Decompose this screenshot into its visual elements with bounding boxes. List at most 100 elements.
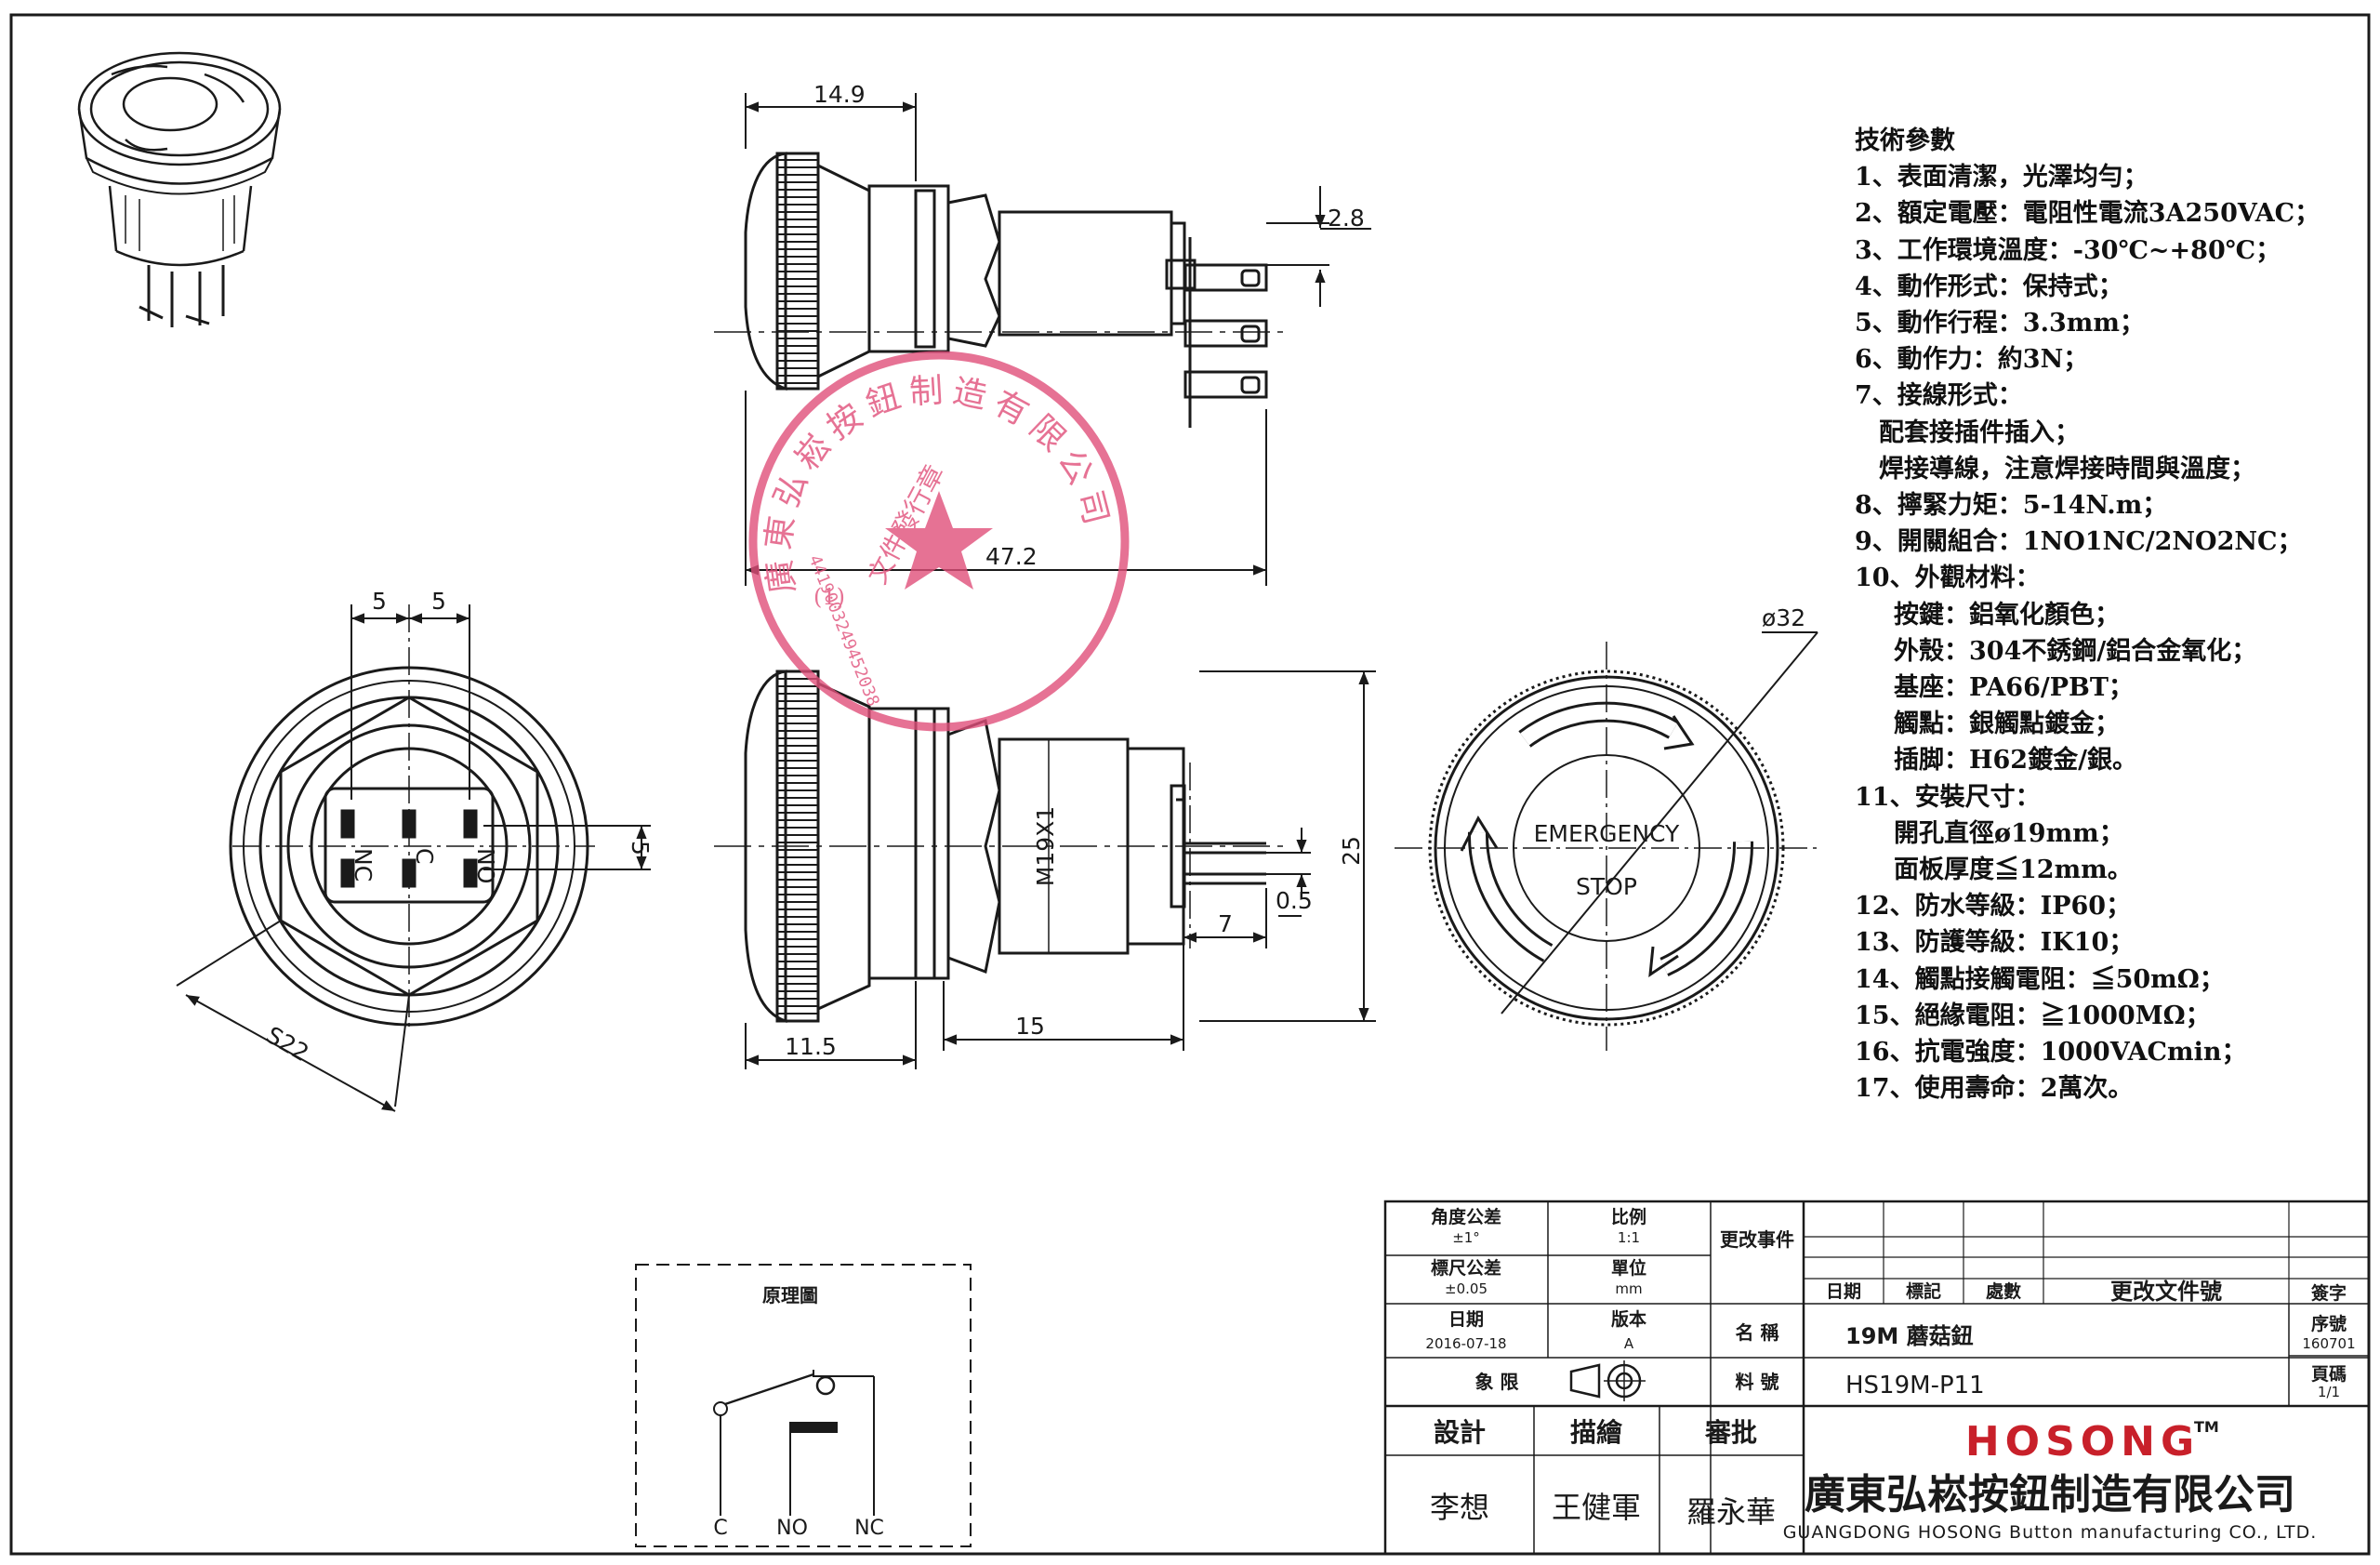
spec-line: 基座：PA66/PBT； <box>1894 673 2134 703</box>
dim-11-5: 11.5 <box>785 1033 837 1060</box>
dims-back <box>176 604 651 1112</box>
dim-47-2: 47.2 <box>985 543 1038 570</box>
size-tol-value: ±0.05 <box>1445 1280 1488 1297</box>
dims-top <box>745 93 1371 586</box>
spec-title: 技術參數 <box>1855 126 1955 155</box>
button-stop-text: STOP <box>1576 873 1637 900</box>
angle-tol-label: 角度公差 <box>1431 1206 1501 1227</box>
schematic-title: 原理圖 <box>762 1284 818 1306</box>
isometric-sketch <box>77 51 282 327</box>
button-emergency-text: EMERGENCY <box>1534 820 1680 847</box>
designer-name: 李想 <box>1430 1490 1489 1525</box>
scale-value: 1:1 <box>1618 1229 1640 1246</box>
front-view <box>1428 631 1818 1027</box>
change-event-label: 更改事件 <box>1720 1228 1794 1251</box>
title-block <box>1383 1200 2371 1556</box>
size-tol-label: 標尺公差 <box>1431 1257 1501 1279</box>
dim-5-right: 5 <box>431 588 446 615</box>
spec-line: 插脚：H62鍍金/銀。 <box>1894 746 2137 776</box>
dim-14-9: 14.9 <box>813 81 866 108</box>
rev-mark-label: 標記 <box>1906 1280 1941 1302</box>
terminal-c-label: C <box>411 848 438 864</box>
drawn-label: 描繪 <box>1570 1417 1623 1448</box>
stamp-mark: (1) <box>813 584 845 610</box>
schematic-nc: NC <box>854 1517 884 1540</box>
spec-line: 5、動作行程：3.3mm； <box>1855 309 2145 338</box>
spec-line: 15、絕緣電阻：≧1000MΩ； <box>1855 1001 2211 1030</box>
spec-line: 按鍵：鋁氧化顏色； <box>1894 600 2120 630</box>
spec-line: 配套接插件插入； <box>1879 418 2080 447</box>
schematic-c: C <box>713 1517 727 1540</box>
spec-line: 2、額定電壓：電阻性電流3A250VAC； <box>1855 199 2320 229</box>
spec-line: 9、開關組合：1NO1NC/2NO2NC； <box>1855 527 2303 557</box>
version-label: 版本 <box>1611 1308 1646 1330</box>
dim-5-left: 5 <box>372 588 387 615</box>
spec-line: 7、接線形式： <box>1855 381 2023 411</box>
spec-line: 13、防護等級：IK10； <box>1855 928 2135 958</box>
dim-7: 7 <box>1218 910 1233 937</box>
rev-sign-label: 簽字 <box>2311 1282 2347 1304</box>
sheet-border <box>9 13 2371 1556</box>
dims-bottom <box>745 670 1376 1069</box>
spec-line: 觸點：銀觸點鍍金； <box>1894 710 2120 739</box>
knurl-top <box>777 159 818 384</box>
spec-line: 11、安裝尺寸： <box>1855 782 2041 812</box>
dim-phi32: ø32 <box>1762 604 1805 631</box>
brand-logo: HOSONG <box>1965 1418 2200 1466</box>
spec-line: 3、工作環境溫度：-30℃~+80℃； <box>1855 235 2281 265</box>
spec-line: 4、動作形式：保持式； <box>1855 272 2123 301</box>
terminal-no-label: NO <box>472 848 499 883</box>
dim-15: 15 <box>1015 1013 1045 1040</box>
company-name-cn: 廣東弘崧按鈕制造有限公司 <box>1805 1471 2295 1519</box>
part-name: 19M 蘑菇鈕 <box>1845 1323 1974 1349</box>
spec-line: 開孔直徑ø19mm； <box>1894 818 2124 848</box>
spec-line: 10、外觀材料： <box>1855 564 2041 593</box>
spec-line: 1、表面清潔，光澤均勻； <box>1855 163 2149 192</box>
part-number: HS19M-P11 <box>1845 1372 1985 1399</box>
spec-line: 8、擰緊力矩：5-14N.m； <box>1855 491 2168 521</box>
rev-doc-label: 更改文件號 <box>2110 1279 2222 1305</box>
schematic-no: NO <box>776 1517 808 1540</box>
spec-line: 面板厚度≦12mm。 <box>1894 855 2133 885</box>
dim-25: 25 <box>1338 836 1365 866</box>
drafter-name: 王健軍 <box>1552 1490 1641 1525</box>
part-no-label: 料 號 <box>1736 1371 1779 1393</box>
spec-line: 16、抗電強度：1000VACmin； <box>1855 1038 2247 1068</box>
spec-line: 6、動作力：約3N； <box>1855 345 2089 375</box>
unit-label: 單位 <box>1611 1257 1646 1279</box>
terminal-nc-label: NC <box>350 848 377 882</box>
reviewer-name: 羅永華 <box>1686 1494 1776 1530</box>
page-value: 1/1 <box>2318 1384 2340 1400</box>
spec-line: 外殼：304不銹鋼/鋁合金氧化； <box>1894 636 2257 666</box>
design-label: 設計 <box>1434 1417 1486 1448</box>
knurl-bottom <box>777 678 818 1015</box>
unit-value: mm <box>1615 1280 1642 1297</box>
spec-line: 17、使用壽命：2萬次。 <box>1855 1074 2134 1104</box>
angle-tol-value: ±1° <box>1452 1229 1480 1246</box>
date-label: 日期 <box>1448 1309 1484 1330</box>
scale-label: 比例 <box>1611 1206 1646 1227</box>
page-label: 頁碼 <box>2311 1364 2347 1385</box>
tech-specs: 技術參數 1、表面清潔，光澤均勻； 2、額定電壓：電阻性電流3A250VAC； … <box>1855 123 2375 1107</box>
company-name-en: GUANGDONG HOSONG Button manufacturing CO… <box>1783 1522 2318 1543</box>
company-stamp: 廣東弘崧按鈕制造有限公司 文件發行章 4419003249452038 (1) <box>748 351 1130 732</box>
review-label: 審批 <box>1704 1417 1757 1448</box>
serial-value: 160701 <box>2302 1335 2355 1352</box>
dim-5-vertical: 5 <box>627 841 654 855</box>
schematic-box <box>635 1264 972 1547</box>
spec-line: 12、防水等級：IP60； <box>1855 892 2132 922</box>
rev-count-label: 處數 <box>1986 1281 2021 1302</box>
spec-line: 14、觸點接觸電阻：≦50mΩ； <box>1855 964 2225 994</box>
projection-label: 象 限 <box>1475 1371 1519 1393</box>
name-label: 名 稱 <box>1736 1321 1779 1344</box>
dim-m19x1: M19X1 <box>1032 806 1059 886</box>
rev-date-label: 日期 <box>1826 1281 1861 1302</box>
spec-line: 焊接導線，注意焊接時間與溫度； <box>1879 454 2255 484</box>
dim-0-5: 0.5 <box>1276 887 1313 914</box>
dim-s22: S22 <box>261 1021 313 1067</box>
serial-label: 序號 <box>2311 1313 2347 1334</box>
version-value: A <box>1624 1335 1634 1352</box>
projection-symbol <box>1569 1360 1646 1401</box>
